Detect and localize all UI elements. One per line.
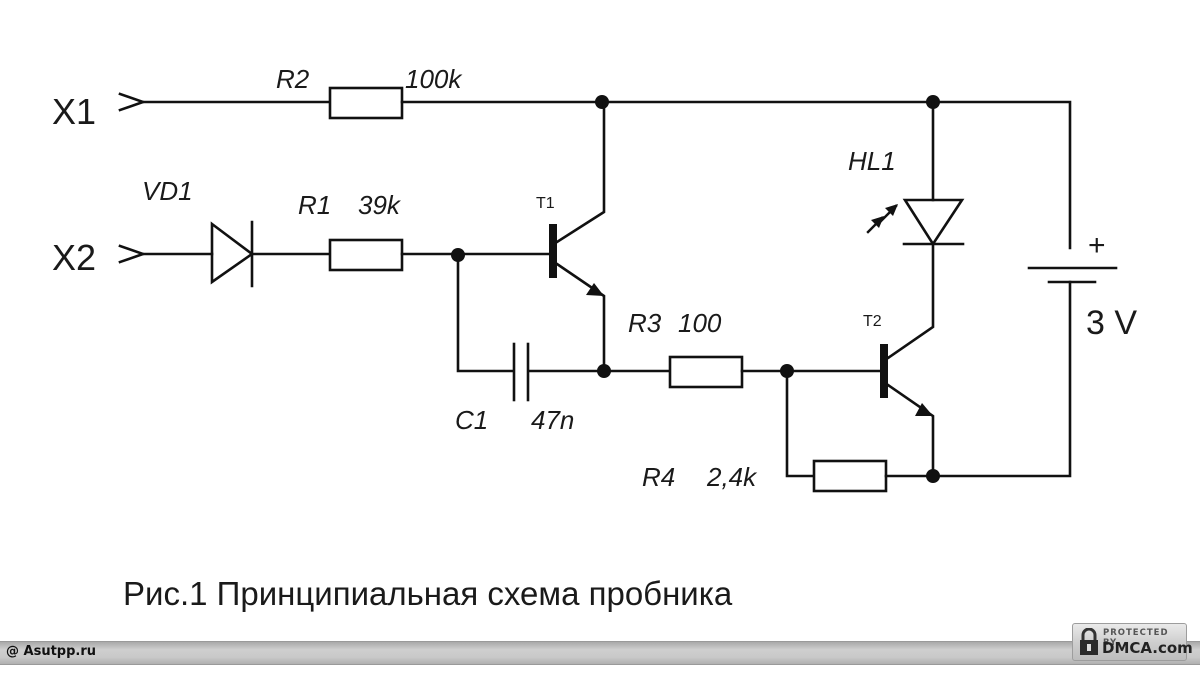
junction-node — [926, 469, 940, 483]
resistor-r3 — [668, 355, 744, 389]
wire-top-rail — [400, 100, 1072, 250]
wire-c1-left — [456, 253, 515, 373]
figure-caption: Рис.1 Принципиальная схема пробника — [123, 575, 733, 612]
resistor-r1 — [328, 238, 404, 272]
footer-credit[interactable]: @ Asutpp.ru — [6, 644, 97, 659]
footer-bar: @ Asutpp.ru — [0, 641, 1200, 665]
r2-value-label: 100k — [405, 64, 463, 94]
r3-value-label: 100 — [678, 308, 722, 338]
dmca-badge-top-text: PROTECTED BY — [1103, 628, 1169, 648]
lock-icon — [1080, 628, 1098, 655]
t1-base-bar — [549, 224, 557, 278]
terminal-x2-arrow-icon — [118, 244, 147, 264]
battery — [1027, 266, 1118, 284]
r1-value-label: 39k — [358, 190, 402, 220]
t1-ref-label: T1 — [536, 195, 555, 212]
r4-ref-label: R4 — [642, 462, 675, 492]
t1-emitter-arrow-icon — [586, 283, 604, 296]
hl1-ref-label: HL1 — [848, 146, 896, 176]
led-hl1-icon — [902, 198, 965, 247]
resistor-r2 — [328, 86, 404, 120]
junction-node — [595, 95, 609, 109]
diode-vd1-icon — [210, 221, 255, 285]
r3-ref-label: R3 — [628, 308, 662, 338]
vd1-ref-label: VD1 — [142, 176, 193, 206]
terminal-x1-arrow-icon — [118, 92, 147, 112]
wire-bottom-rail — [884, 280, 1072, 478]
junction-node — [597, 364, 611, 378]
diode-vd1 — [210, 220, 255, 288]
battery-voltage-label: 3 V — [1086, 304, 1137, 342]
led-hl1 — [866, 198, 965, 247]
t1-emitter — [555, 262, 606, 372]
terminal-x1-label: X1 — [52, 91, 96, 132]
t2-ref-label: T2 — [863, 313, 882, 330]
r4-value-label: 2,4k — [706, 462, 758, 492]
resistor-r4 — [812, 459, 888, 493]
transistor-t2 — [880, 242, 935, 478]
wire-r4-left — [785, 369, 816, 478]
terminal-x2: X2 — [52, 237, 147, 278]
terminal-x2-label: X2 — [52, 237, 96, 278]
t2-base-bar — [880, 344, 888, 398]
dmca-badge[interactable]: PROTECTED BY DMCA.com — [1072, 623, 1193, 661]
dmca-badge-main-text: DMCA.com — [1102, 639, 1193, 657]
r1-ref-label: R1 — [298, 190, 331, 220]
r2-ref-label: R2 — [276, 64, 310, 94]
battery-polarity-label: + — [1088, 229, 1106, 262]
t2-emitter — [886, 383, 935, 478]
t2-collector — [886, 242, 935, 360]
light-emission-icon — [866, 204, 898, 234]
c1-value-label: 47n — [531, 405, 574, 435]
t2-emitter-arrow-icon — [915, 403, 933, 416]
terminal-x1: X1 — [52, 91, 147, 132]
c1-ref-label: C1 — [455, 405, 488, 435]
t1-collector — [555, 100, 606, 244]
capacitor-c1 — [512, 342, 530, 402]
transistor-t1 — [549, 100, 606, 372]
